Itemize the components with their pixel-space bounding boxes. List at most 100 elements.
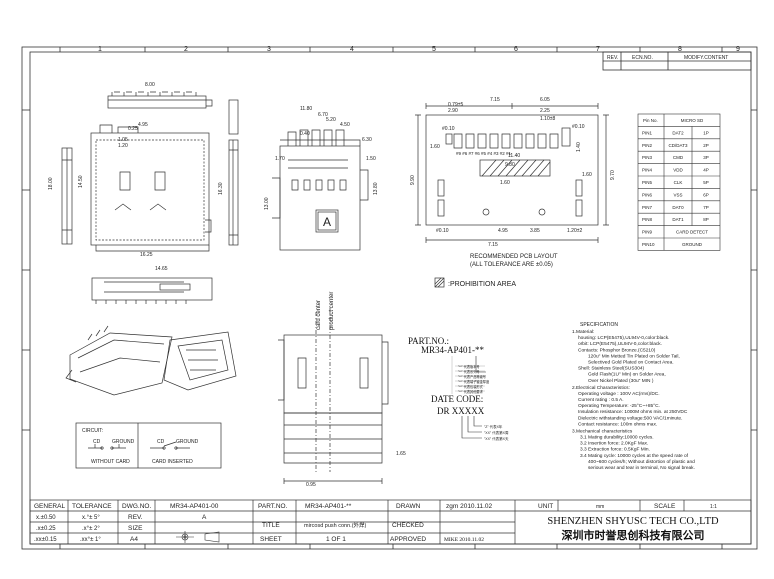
pcb-captions: RECOMMENDED PCB LAYOUT (ALL TOLERANCE AR… <box>448 254 558 288</box>
pcb-dim-0-10-b: #0.10 <box>572 124 585 130</box>
dim-14-50: 14.50 <box>78 175 84 188</box>
dim-13-80: 13.80 <box>373 182 379 195</box>
pcb-pin-labels: #9 #6 #7 #6 #5 #4 #3 #2 #1 <box>456 151 512 156</box>
pcb-layout <box>415 103 609 288</box>
dim-0-40: 0.40 <box>300 131 310 137</box>
zone-ticks <box>22 47 757 549</box>
pcb-dim-6-05: 6.05 <box>540 97 550 103</box>
pin-header-no: Pin No. <box>643 118 658 123</box>
pin-signal: DAT1 <box>672 217 684 222</box>
zone-5: 5 <box>432 46 436 53</box>
pcb-dim-0-10-a: #0.10 <box>442 126 455 132</box>
tb-title: mircosd push conn.(外焊) <box>304 521 367 529</box>
tb-approved-label: APPROVED <box>390 536 426 543</box>
pin-signal: CARD DETECT <box>676 230 708 235</box>
circuit-ground-2: GROUND <box>176 439 199 445</box>
pin-position: 7P <box>703 205 709 210</box>
pin-signal: GROUND <box>682 242 703 247</box>
center-labels: card center product center <box>316 292 335 330</box>
pin-signal: DAT0 <box>672 205 684 210</box>
circuit-labels: CIRCUIT: CD GROUND CD GROUND WITHOUT CAR… <box>82 428 199 465</box>
main-top-view <box>90 124 212 252</box>
card-letter-box: A <box>317 211 337 231</box>
product-center-label: product center <box>329 292 335 330</box>
dim-4-50: 4.50 <box>340 122 350 128</box>
spec-line: Over Nickel Plated (30u" MIN ) <box>588 378 654 384</box>
ecn-header: ECN.NO. <box>632 55 653 61</box>
zone-9: 9 <box>736 46 740 53</box>
pin-number: PIN2 <box>642 143 653 148</box>
projection-symbol-icon <box>176 531 220 543</box>
part-note-2: "**" 代表系列号 <box>458 369 480 374</box>
tb-checked-label: CHECKED <box>392 522 424 529</box>
circuit-box <box>75 422 222 469</box>
pin-signal: VDD <box>673 168 683 173</box>
revision-table <box>602 51 752 71</box>
tb-dwg-no: MR34-AP401-00 <box>170 503 219 510</box>
pin-number: PIN1 <box>642 130 653 135</box>
title-block-text: GENERAL TOLERANCE x.±0.50 x.°± 5° .x±0.2… <box>34 503 719 543</box>
tb-drawn: zgm 2010.11.02 <box>446 503 493 510</box>
tb-approved: MIKE 2010.11.02 <box>444 537 484 543</box>
dim-6-30: 6.30 <box>362 137 372 143</box>
tb-tol-2a: .x±0.25 <box>36 526 56 532</box>
company-name-en: SHENZHEN SHYUSC TECH CO.,LTD <box>547 516 719 527</box>
tb-title-label: TITLE <box>262 522 280 529</box>
pcb-dim-1-60-a: 1.60 <box>430 144 440 150</box>
tb-sheet: 1 OF 1 <box>326 536 346 543</box>
pin-position: 5P <box>703 180 709 185</box>
dim-5-20: 5.20 <box>326 117 336 123</box>
part-no-value: MR34-AP401-** <box>421 345 485 355</box>
tb-dwg-no-label: DWG.NO. <box>122 503 151 510</box>
tb-tol-2b: .x°± 2° <box>82 526 100 532</box>
pin-position: 4P <box>703 168 709 173</box>
spec-line: Dielectric withstanding voltage:500 VAC/… <box>578 415 682 421</box>
spec-title: SPECIFICATION <box>580 322 618 328</box>
date-note-1: "Z" 代表X年 <box>484 424 503 429</box>
part-note-1: "**" 代表版本号 <box>458 364 480 369</box>
spec-line: 120u" Min Metted Tin Plated on Solder Ta… <box>588 353 680 359</box>
pcb-dim-0-10-c: #0.10 <box>436 228 449 234</box>
spec-line: Operating Temperature: -25°C~+85°C. <box>578 403 660 409</box>
outer-frame <box>21 46 758 550</box>
part-note-5: "**" 代表包装形式 <box>458 384 484 389</box>
card-letter: A <box>323 215 331 229</box>
product-views <box>61 91 389 484</box>
title-block-grid <box>29 499 752 545</box>
modify-content-header: MODIFY.CONTENT <box>684 55 728 61</box>
circuit-title: CIRCUIT: <box>82 428 103 434</box>
dim-16-30: 16.30 <box>218 182 224 195</box>
tb-tol-3b: .xx°± 1° <box>80 537 101 543</box>
circuit-cd-1: CD <box>93 439 101 445</box>
circuit-ground-1: GROUND <box>112 439 135 445</box>
tb-size: A4 <box>130 536 138 543</box>
tb-size-label: SIZE <box>128 525 143 532</box>
isometric-view-2 <box>163 331 237 391</box>
pin-number: PIN3 <box>642 155 653 160</box>
pin-header-microsd: MICRO SD <box>681 118 704 123</box>
pcb-tolerance-note: (ALL TOLERANCE ARE ±0.05) <box>470 262 553 268</box>
dim-18-00: 18.00 <box>48 177 54 190</box>
zone-1: 1 <box>98 46 102 53</box>
zone-7: 7 <box>596 46 600 53</box>
part-note-4: "**" 代表端子镀金厚度 <box>458 379 490 384</box>
tb-rev: A <box>202 514 207 521</box>
circuit-cd-2: CD <box>157 439 165 445</box>
circuit-card-inserted: CARD INSERTED <box>152 459 193 465</box>
pcb-caption: RECOMMENDED PCB LAYOUT <box>470 254 558 260</box>
pcb-dim-7-15-bottom: 7.15 <box>488 242 498 248</box>
spec-line: 3.2 Insertion force: 2.0KgF Max. <box>580 441 648 447</box>
tb-part-no-label: PART.NO. <box>258 503 288 510</box>
right-side-view <box>228 99 239 246</box>
spec-line: Operating voltage : 100V AC(rms)/DC. <box>578 391 660 397</box>
tb-tol-1b: x.°± 5° <box>82 515 100 521</box>
part-note-3: "**" 代表产品等级号 <box>458 374 486 379</box>
pcb-dim-1-10: 1.10±8 <box>540 116 555 122</box>
pcb-dimensions: 7.15 6.05 2.25 0.79±5 2.90 1.10±8 #0.10 … <box>410 97 616 248</box>
prohibition-area-label: :PROHIBITION AREA <box>448 281 516 288</box>
pin-position: 8P <box>703 217 709 222</box>
date-note-2: "XX" 代表第X周 <box>484 430 509 435</box>
date-code-block: DATE CODE: DR XXXXX "Z" 代表X年 "XX" 代表第X周 … <box>431 394 509 441</box>
pin-signal: CMD <box>673 155 684 160</box>
